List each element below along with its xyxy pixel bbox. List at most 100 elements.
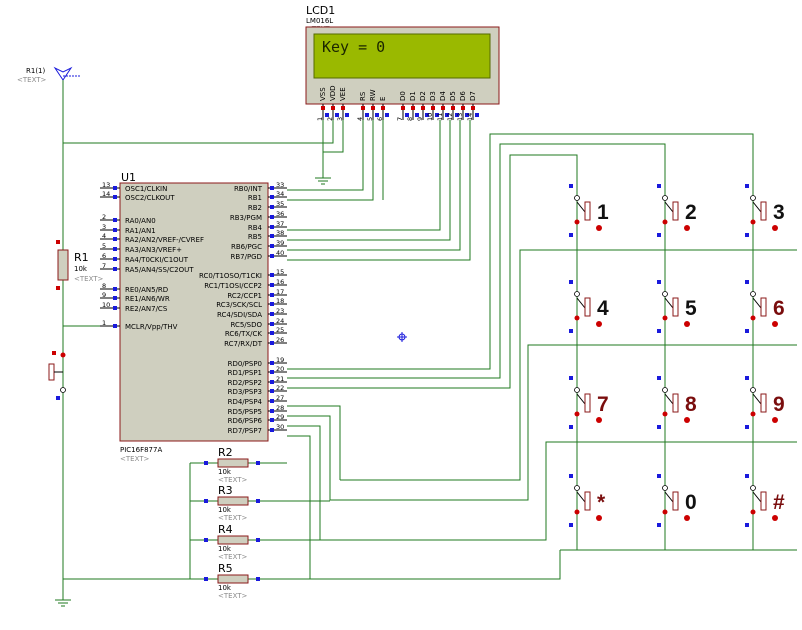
mcu-pin-marker: [270, 283, 274, 287]
lcd-pin-number: 11: [436, 113, 444, 121]
wire-rd4: [287, 405, 341, 480]
reset-contact-bottom: [60, 387, 66, 393]
key-contact: [662, 387, 668, 393]
key-contact: [750, 315, 756, 321]
mcu-pin-marker: [113, 296, 117, 300]
resistor-pin: [204, 499, 208, 503]
key-pin: [745, 280, 749, 284]
resistor-ref: R2: [218, 446, 233, 459]
keypad-key[interactable]: 1: [569, 184, 609, 237]
mcu-pin-number: 7: [102, 262, 106, 270]
key-pin: [745, 523, 749, 527]
keypad-key[interactable]: 0: [657, 474, 697, 527]
mcu-pin-name: RA4/T0CKI/C1OUT: [125, 256, 189, 264]
mcu-pin-number: 40: [276, 249, 284, 257]
reset-button[interactable]: [48, 351, 66, 400]
mcu-pin-marker: [270, 370, 274, 374]
resistor-pin: [256, 538, 260, 542]
lcd-pin-marker: [341, 106, 345, 110]
lcd-pin-marker: [401, 106, 405, 110]
power-terminal[interactable]: R1(1) <TEXT>: [17, 66, 80, 84]
key-label: 5: [685, 297, 697, 320]
lcd-pin-name: D1: [409, 91, 417, 101]
mcu-pin-name: RC4/SDI/SDA: [217, 311, 262, 319]
keypad-key[interactable]: #: [745, 474, 785, 527]
wire-lcd-d6: [287, 120, 461, 251]
mcu-pin-name: RC1/T1OSI/CCP2: [204, 282, 262, 290]
lcd-display-text: Key = 0: [322, 38, 385, 56]
lcd-pin-marker: [335, 113, 339, 117]
wire-lcd-d7: [287, 120, 471, 261]
keypad-key[interactable]: *: [569, 474, 606, 527]
mcu-pin-number: 37: [276, 220, 284, 228]
mcu-pin-marker: [270, 312, 274, 316]
keypad-key[interactable]: 3: [745, 184, 785, 237]
lcd-pin-marker: [405, 113, 409, 117]
key-contact: [750, 509, 756, 515]
resistor-ref: R3: [218, 484, 233, 497]
key-lever: [576, 491, 586, 503]
lcd-pin-name: VEE: [339, 87, 347, 101]
key-contact: [662, 219, 668, 225]
lcd-pin-name: D7: [469, 91, 477, 101]
key-pin: [745, 425, 749, 429]
mcu-pin-name: RB5: [248, 233, 262, 241]
keypad-key[interactable]: 9: [745, 376, 785, 429]
mcu-pin-number: 3: [102, 223, 106, 231]
power-arrow: [53, 66, 73, 81]
wire-lcd-d5: [287, 120, 451, 241]
crosshair-marker[interactable]: [397, 332, 407, 342]
mcu-body: [119, 182, 269, 442]
keypad-key[interactable]: 5: [657, 280, 697, 333]
keypad-key[interactable]: 8: [657, 376, 697, 429]
mcu-pin-name: RC6/TX/CK: [225, 330, 263, 338]
lcd-ref: LCD1: [306, 4, 335, 17]
lcd-pin-marker: [375, 113, 379, 117]
mcu-pin-marker: [270, 195, 274, 199]
lcd-pin-marker: [475, 113, 479, 117]
mcu-pin-name: RD2/PSP2: [228, 379, 262, 387]
mcu-pin-number: 36: [276, 210, 284, 218]
lcd-pin-name: E: [379, 97, 387, 101]
mcu-pin-number: 27: [276, 394, 284, 402]
key-label: *: [597, 491, 606, 514]
mcu-pin-marker: [113, 195, 117, 199]
mcu-pin-marker: [270, 428, 274, 432]
reset-pin-bottom: [56, 396, 60, 400]
key-led: [684, 515, 690, 521]
mcu-ref: U1: [121, 171, 136, 184]
resistor-r1[interactable]: R1 10k <TEXT>: [56, 240, 104, 290]
mcu-pin-name: RC7/RX/DT: [224, 340, 263, 348]
mcu-pin-number: 2: [102, 213, 106, 221]
mcu-pin-marker: [270, 341, 274, 345]
keypad-key[interactable]: 4: [569, 280, 609, 333]
mcu-pin-number: 1: [102, 319, 106, 327]
mcu-pin-name: RB1: [248, 194, 262, 202]
key-plunger: [760, 491, 767, 511]
key-lever: [752, 201, 762, 213]
lcd-pin-marker: [331, 106, 335, 110]
keypad-key[interactable]: 2: [657, 184, 697, 237]
keypad-key[interactable]: 6: [745, 280, 785, 333]
mcu-pin-name: OSC2/CLKOUT: [125, 194, 175, 202]
mcu-pin-number: 19: [276, 356, 284, 364]
lcd-pin-marker: [385, 113, 389, 117]
lcd-pin-marker: [445, 113, 449, 117]
lcd-module[interactable]: LCD1 LM016L <TEXT> Key = 0 VSS1VDD2VEE3R…: [305, 4, 500, 121]
keypad-key[interactable]: 7: [569, 376, 609, 429]
key-contact: [750, 411, 756, 417]
r1-value: 10k: [74, 265, 88, 273]
lcd-pin-marker: [365, 113, 369, 117]
key-contact: [662, 291, 668, 297]
key-pin: [569, 280, 573, 284]
key-led: [684, 225, 690, 231]
key-plunger: [584, 297, 591, 317]
key-lever: [664, 297, 674, 309]
key-plunger: [760, 201, 767, 221]
